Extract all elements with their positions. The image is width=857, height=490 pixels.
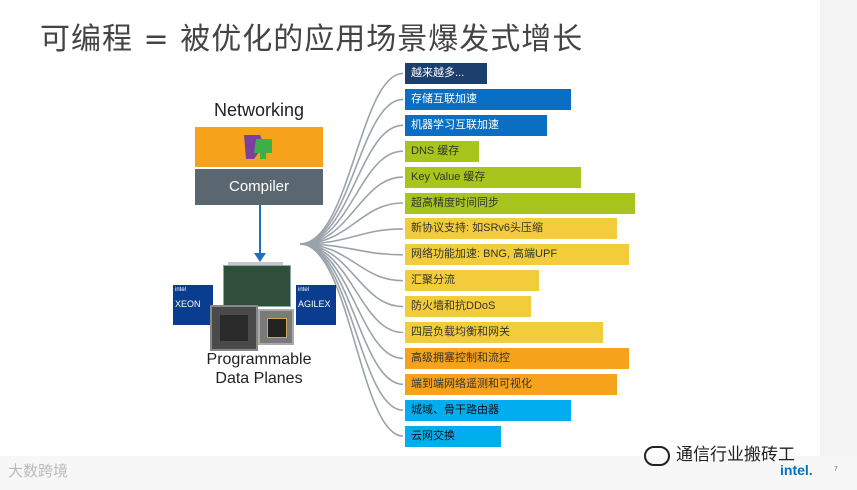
agilex-chip-image: intel AGILEX	[296, 285, 336, 325]
xeon-chip-image: intel XEON	[173, 285, 213, 325]
application-bar: 网络功能加速: BNG, 高端UPF	[405, 244, 629, 266]
network-card-image	[223, 265, 291, 307]
application-bar: 新协议支持: 如SRv6头压缩	[405, 218, 617, 240]
watermark-right: 通信行业搬砖工	[644, 440, 795, 466]
connector-line	[299, 243, 404, 386]
intel-logo: intel.	[780, 462, 813, 478]
page-title: 可编程 = 被优化的应用场景爆发式增长	[40, 22, 584, 57]
connector-line	[299, 124, 404, 245]
p4-logo-icon	[244, 135, 272, 159]
connector-line	[299, 150, 404, 245]
application-bar: 机器学习互联加速	[405, 114, 547, 136]
watermark-left: 大数跨境	[8, 463, 69, 480]
application-bar: 防火墙和抗DDoS	[405, 296, 531, 318]
data-planes-line2: Data Planes	[215, 370, 303, 387]
application-bar: 四层负载均衡和网关	[405, 322, 603, 343]
application-bar: 越来越多...	[405, 63, 487, 84]
networking-label: Networking	[213, 100, 305, 120]
wechat-icon	[644, 445, 670, 466]
data-planes-line1: Programmable	[206, 351, 312, 368]
application-bar: 高级拥塞控制和流控	[405, 347, 629, 369]
switch-chip-image	[258, 309, 294, 345]
right-margin	[820, 0, 857, 490]
connector-line	[299, 202, 404, 245]
p4-block	[195, 127, 323, 167]
watermark-right-text: 通信行业搬砖工	[676, 445, 795, 464]
application-bar: Key Value 缓存	[405, 166, 581, 188]
down-arrow-icon	[254, 205, 266, 262]
agilex-brand-text: intel	[298, 287, 310, 293]
data-planes-label: Programmable Data Planes	[193, 350, 325, 388]
connector-line	[299, 228, 404, 245]
application-bar: 端到端网络遥测和可视化	[405, 373, 617, 395]
application-bar: DNS 缓存	[405, 140, 479, 162]
connector-line	[299, 72, 404, 245]
processor-chip-image	[210, 305, 258, 351]
xeon-brand-text: intel	[175, 287, 187, 293]
compiler-block: Compiler	[195, 169, 323, 205]
connector-line	[299, 176, 404, 245]
application-bar: 云网交换	[405, 425, 501, 447]
connector-line	[299, 98, 404, 245]
application-bar: 存储互联加速	[405, 88, 571, 110]
application-bar: 城域、骨干路由器	[405, 399, 571, 421]
agilex-name-text: AGILEX	[298, 299, 331, 309]
xeon-name-text: XEON	[175, 299, 201, 309]
application-bar: 汇聚分流	[405, 270, 539, 292]
page-number: 7	[834, 466, 838, 473]
application-bar: 超高精度时间同步	[405, 192, 635, 214]
connector-line	[299, 243, 404, 437]
bottom-margin	[0, 456, 857, 490]
slide: 可编程 = 被优化的应用场景爆发式增长 Networking Compiler …	[40, 22, 635, 447]
